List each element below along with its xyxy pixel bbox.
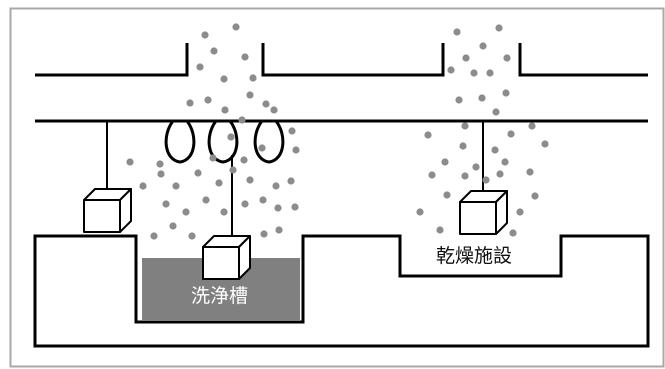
particle-dot: [229, 166, 237, 174]
particle-dot: [238, 116, 246, 124]
work-piece-cube-3: [459, 190, 508, 235]
particle-dot: [272, 182, 280, 190]
exhaust-duct-line: [35, 43, 648, 77]
particle-dot: [156, 160, 164, 168]
particle-dot: [240, 156, 248, 164]
particle-dot: [274, 204, 282, 212]
particle-dot: [227, 133, 235, 141]
hanger-loop-1: [164, 120, 196, 164]
particle-dot: [162, 200, 170, 208]
hanger-loop-2: [207, 120, 239, 164]
particle-dot: [470, 69, 478, 77]
particle-dot: [259, 196, 267, 204]
particle-dot: [150, 232, 158, 240]
particle-dot: [209, 154, 217, 162]
particle-dot: [486, 69, 494, 77]
particle-dot: [447, 66, 455, 74]
particle-dot: [220, 208, 228, 216]
particle-dot: [262, 100, 270, 108]
particle-dot: [478, 94, 486, 102]
particle-dot: [260, 230, 268, 238]
particle-dot: [507, 130, 515, 138]
particle-dot: [503, 54, 511, 62]
particle-dot: [428, 171, 436, 179]
particle-dot: [526, 168, 534, 176]
drying-facility-label: 乾燥施設: [436, 245, 513, 267]
particle-dot: [291, 203, 299, 211]
particle-dot: [258, 144, 266, 152]
particle-dot: [441, 158, 449, 166]
particle-dot: [232, 23, 240, 31]
particle-dot: [157, 170, 165, 178]
particle-dot: [292, 146, 300, 154]
particle-dot: [188, 232, 196, 240]
particle-dot: [172, 182, 180, 190]
particle-dot: [443, 191, 451, 199]
particle-dot: [201, 31, 209, 39]
particle-dot: [139, 182, 147, 190]
particle-dot: [495, 24, 503, 32]
particle-dot: [502, 89, 510, 97]
particle-dot: [461, 122, 469, 130]
particle-dot: [249, 74, 257, 82]
particle-dot: [169, 222, 177, 230]
particle-dot: [436, 226, 444, 234]
particle-dot: [455, 96, 463, 104]
particle-dot: [501, 158, 509, 166]
tank-floor-outline: [33, 234, 650, 348]
particle-dot: [210, 47, 218, 55]
particle-dot: [246, 176, 254, 184]
particle-dot: [202, 196, 210, 204]
hanger-loop-3: [253, 120, 285, 164]
particle-dot: [491, 146, 499, 154]
particle-dot: [528, 122, 536, 130]
outer-frame: [9, 7, 665, 368]
particle-dot: [204, 96, 212, 104]
particle-dot: [220, 75, 228, 83]
particle-dot: [496, 170, 504, 178]
particle-cloud: [126, 23, 549, 240]
particle-dot: [287, 177, 295, 185]
particle-dot: [416, 208, 424, 216]
particle-dot: [531, 192, 539, 200]
particle-dot: [270, 106, 278, 114]
particle-dot: [516, 208, 524, 216]
particle-dot: [241, 200, 249, 208]
particle-dot: [194, 169, 202, 177]
particle-dot: [215, 179, 223, 187]
washing-tank-label: 洗浄槽: [191, 285, 249, 307]
particle-dot: [461, 172, 469, 180]
particle-dot: [509, 229, 517, 237]
particle-dot: [275, 226, 283, 234]
particle-dot: [453, 28, 461, 36]
particle-dot: [221, 106, 229, 114]
work-piece-cube-2: [202, 235, 251, 280]
particle-dot: [459, 142, 467, 150]
particle-dot: [196, 63, 204, 71]
particle-dot: [246, 91, 254, 99]
particle-dot: [126, 158, 134, 166]
particle-dot: [182, 208, 190, 216]
particle-dot: [482, 176, 490, 184]
particle-dot: [462, 54, 470, 62]
particle-dot: [424, 131, 432, 139]
particle-dot: [288, 127, 296, 135]
particle-dot: [472, 163, 480, 171]
particle-dot: [186, 99, 194, 107]
particle-dot: [479, 42, 487, 50]
particle-dot: [541, 140, 549, 148]
particle-dot: [241, 53, 249, 61]
particle-dot: [492, 108, 500, 116]
work-piece-cube-1: [83, 188, 132, 233]
